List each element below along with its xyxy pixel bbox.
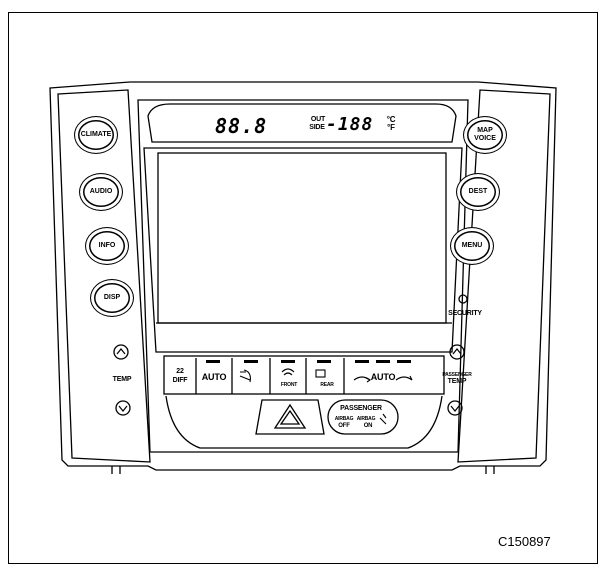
airbag-indicator	[327, 399, 399, 435]
outside-temp-display: -188	[326, 114, 374, 135]
disp-button[interactable]: DISP	[90, 279, 134, 317]
hazard-button	[255, 399, 325, 435]
figure-code: C150897	[498, 534, 551, 549]
face-vent-icon	[239, 369, 251, 383]
security-label: SECURITY	[448, 310, 482, 317]
airbag-on-label: ON	[363, 423, 373, 429]
menu-button[interactable]: MENU	[450, 227, 494, 265]
left-temp-down-button	[115, 400, 131, 416]
info-button[interactable]: INFO	[85, 227, 129, 265]
airbag-off-label: OFF	[338, 423, 350, 429]
voice-label: VOICE	[474, 135, 496, 142]
airbag-person-icon	[379, 413, 387, 425]
outside-prefix-2: SIDE	[309, 124, 325, 131]
right-temp-label-2: TEMP	[447, 378, 467, 385]
front-defrost-icon	[281, 368, 295, 376]
left-bezel	[57, 89, 151, 463]
panel-outline	[49, 81, 557, 471]
dual-label-1[interactable]: 22	[176, 368, 184, 375]
right-bezel	[457, 89, 551, 463]
main-screen	[157, 152, 447, 324]
figure-frame	[8, 12, 598, 564]
center-bezel	[137, 99, 469, 453]
unit-fahrenheit: °F	[387, 123, 395, 132]
audio-button[interactable]: AUDIO	[79, 173, 123, 211]
right-temp-label-1: PASSENGER	[442, 372, 472, 378]
screen-bezel	[143, 147, 463, 353]
dual-label-2[interactable]: DIFF	[172, 377, 188, 384]
front-defrost-label[interactable]: FRONT	[280, 382, 298, 388]
airbag-title: PASSENGER	[340, 405, 382, 412]
recirculation-icon	[353, 376, 372, 383]
left-temp-label: TEMP	[112, 376, 132, 383]
lower-bezel	[165, 395, 443, 449]
airbag-right-label: AIRBAG	[356, 416, 376, 422]
fresh-air-icon	[395, 375, 413, 381]
map-label: MAP	[477, 127, 493, 134]
right-temp-down-button	[447, 400, 463, 416]
outside-prefix-1: OUT	[310, 116, 326, 123]
right-temp-up-button	[449, 344, 465, 360]
climate-strip	[163, 355, 445, 395]
rear-defrost-label[interactable]: REAR	[320, 382, 334, 388]
unit-celsius: °C	[386, 115, 396, 124]
auto-left-button[interactable]: AUTO	[201, 372, 227, 382]
rear-defrost-icon	[315, 369, 326, 378]
security-led	[458, 294, 468, 304]
climate-button[interactable]: CLIMATE	[74, 116, 118, 154]
airbag-left-label: AIRBAG	[334, 416, 354, 422]
auto-right-button[interactable]: AUTO	[370, 372, 396, 382]
clock-display: 88.8	[215, 114, 268, 138]
lcd-hood	[147, 103, 457, 143]
dest-button[interactable]: DEST	[456, 173, 500, 211]
left-temp-up-button	[113, 344, 129, 360]
